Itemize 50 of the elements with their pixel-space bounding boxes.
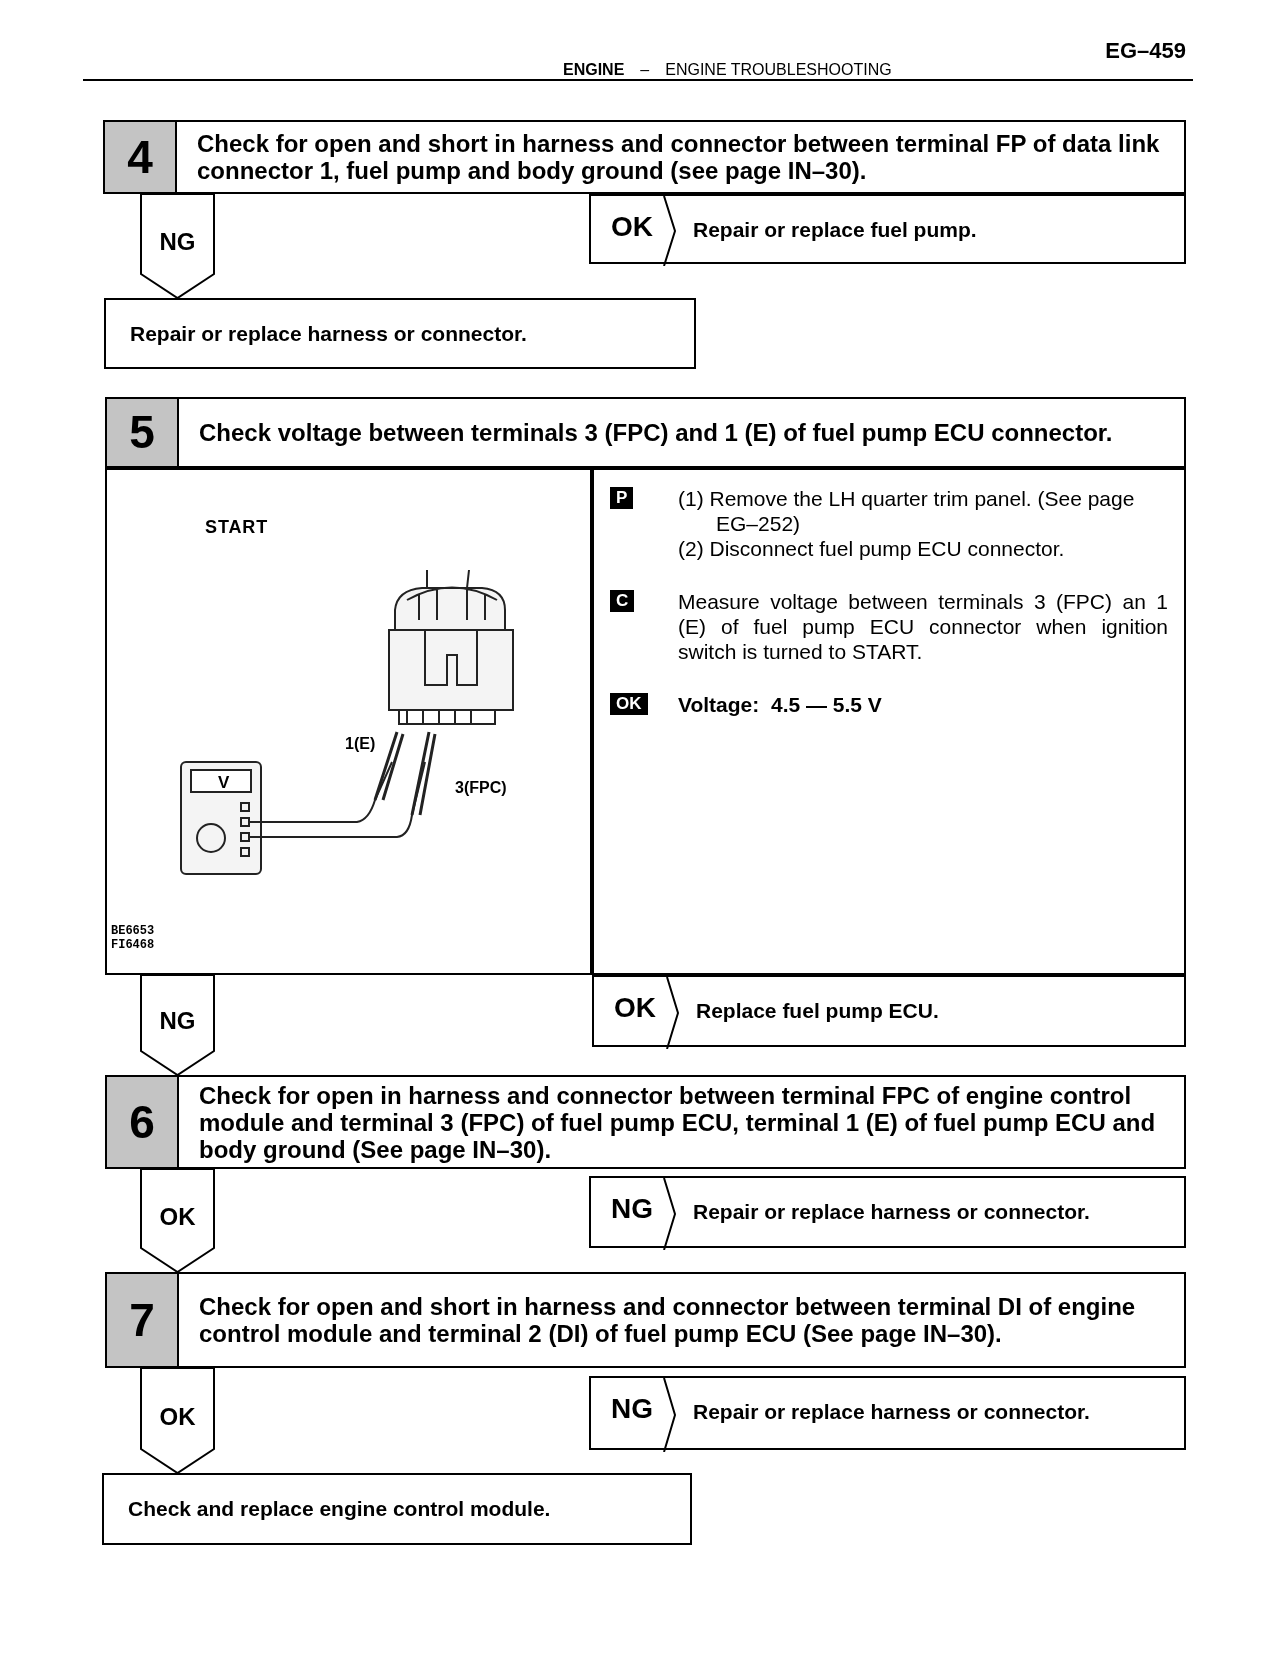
instruction-item: (1) Remove the LH quarter trim panel. (See page EG–252)	[678, 486, 1136, 536]
result-tag: NG	[611, 1188, 653, 1230]
step-number: 4	[105, 122, 177, 192]
result-text: Repair or replace harness or connector.	[693, 1399, 1090, 1425]
step-badge: C	[610, 590, 635, 612]
figure-code: FI6468	[111, 939, 155, 952]
result-tag: NG	[611, 1388, 653, 1430]
result-box	[589, 1376, 1186, 1450]
step-number: 7	[107, 1274, 179, 1366]
spec-text: Voltage: 4.5 — 5.5 V	[678, 692, 882, 717]
step-title: Check for open and short in harness and connector between terminal DI of engine control module and terminal 2 (DI) of fuel pump ECU (See page IN–30).	[198, 1292, 1137, 1349]
page-number: EG–459	[1105, 37, 1186, 65]
instruction-item: (2) Disconnect fuel pump ECU connector.	[678, 536, 1066, 561]
action-text: Check and replace engine control module.	[128, 1496, 551, 1523]
step-badge: OK	[610, 693, 648, 715]
step-number: 6	[107, 1077, 179, 1167]
separator: –	[640, 60, 650, 80]
edge-label: OK	[158, 1401, 197, 1432]
edge-label: OK	[158, 1201, 197, 1232]
result-text: Replace fuel pump ECU.	[696, 998, 939, 1024]
result-text: Repair or replace fuel pump.	[693, 217, 977, 243]
section-title: ENGINE	[563, 60, 625, 80]
instruction-panel	[592, 468, 1186, 975]
step-title: Check for open in harness and connector between terminal FPC of engine control module and terminal 3 (FPC) of fuel pump ECU, terminal 1 (E) of fuel pump ECU and body ground (See page IN–30).	[198, 1080, 1157, 1165]
flow-arrow	[140, 1367, 215, 1475]
figure-code: BE6653	[111, 925, 155, 938]
flow-arrow	[140, 193, 215, 300]
switch-position-label: START	[205, 516, 269, 539]
terminal-label: 3(FPC)	[455, 778, 507, 798]
result-box	[589, 194, 1186, 264]
step-title: Check for open and short in harness and connector between terminal FP of data link connector 1, fuel pump and body ground (see page IN–30).	[196, 129, 1161, 186]
action-text: Repair or replace harness or connector.	[130, 320, 527, 347]
meter-display-label: V	[218, 772, 230, 794]
result-box	[592, 975, 1186, 1047]
section-subtitle: ENGINE TROUBLESHOOTING	[665, 60, 892, 80]
step-title: Check voltage between terminals 3 (FPC) and 1 (E) of fuel pump ECU connector.	[198, 418, 1114, 448]
step-header-box	[105, 397, 1186, 468]
flow-arrow	[140, 1168, 215, 1274]
edge-label: NG	[158, 1006, 197, 1036]
step-badge: P	[610, 487, 634, 509]
result-tag: OK	[611, 206, 653, 248]
result-box	[589, 1176, 1186, 1248]
flow-arrow	[140, 974, 215, 1077]
step-number: 5	[107, 399, 179, 466]
result-tag: OK	[614, 987, 656, 1029]
edge-label: NG	[158, 227, 197, 257]
result-text: Repair or replace harness or connector.	[693, 1199, 1090, 1225]
instruction-text: Measure voltage between terminals 3 (FPC) an 1 (E) of fuel pump ECU connector when ignition switch is turned to START.	[678, 589, 1168, 664]
illustration-panel	[105, 468, 592, 975]
terminal-label: 1(E)	[345, 734, 376, 754]
